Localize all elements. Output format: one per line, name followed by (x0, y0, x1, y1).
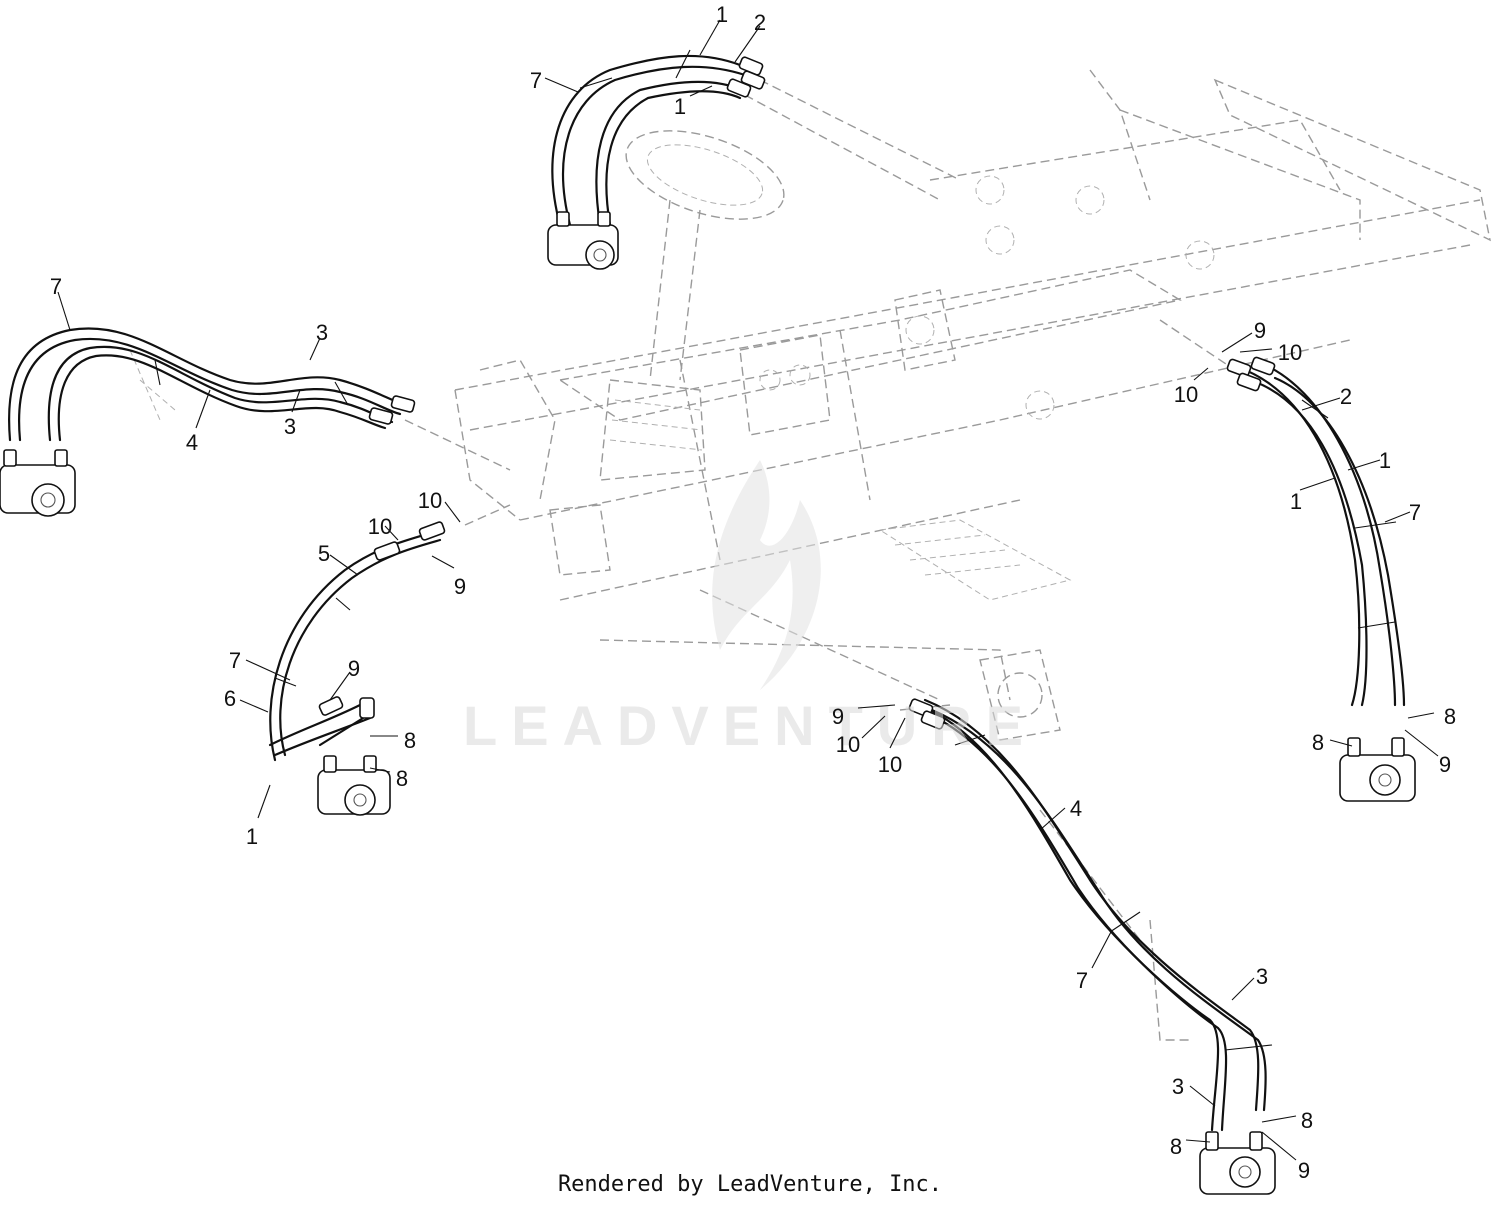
part-callout-7: 7 (1076, 968, 1088, 993)
watermark-flame-icon (712, 460, 821, 690)
hose-route-rear-right (1226, 356, 1416, 802)
part-callout-10: 10 (1278, 340, 1302, 365)
part-callout-10: 10 (368, 514, 392, 539)
part-callout-7: 7 (530, 68, 542, 93)
part-callout-8: 8 (1444, 704, 1456, 729)
part-callout-4: 4 (186, 430, 198, 455)
hydraulic-motor-rear-left (547, 211, 619, 270)
part-callout-3: 3 (1256, 964, 1268, 989)
part-callout-1: 1 (1290, 489, 1302, 514)
hose-route-rear-left (547, 49, 766, 270)
callout-leaders (57, 19, 1439, 1161)
part-callout-2: 2 (1340, 384, 1352, 409)
part-callout-2: 2 (754, 10, 766, 35)
part-callout-10: 10 (418, 488, 442, 513)
part-callout-9: 9 (454, 574, 466, 599)
part-callout-8: 8 (404, 728, 416, 753)
part-callout-1: 1 (674, 94, 686, 119)
hydraulic-motor-front-left-outer (0, 449, 76, 517)
callouts: 1 2 7 1 7 3 3 4 10 10 5 9 7 9 6 8 8 1 9 10 10 2 1 1 7 8 8 9 9 10 10 4 7 3… (50, 2, 1456, 1183)
part-callout-9: 9 (348, 656, 360, 681)
part-callout-7: 7 (50, 274, 62, 299)
hose-route-front-left-outer (0, 327, 416, 517)
steering-wheel-assembly (599, 130, 785, 481)
watermark: LEADVENTURE (463, 460, 1037, 757)
part-callout-4: 4 (1070, 796, 1082, 821)
part-callout-9: 9 (1254, 318, 1266, 343)
part-callout-7: 7 (229, 648, 241, 673)
hose-route-front-left-inner (268, 521, 446, 816)
part-callout-6: 6 (224, 686, 236, 711)
part-callout-9: 9 (1298, 1158, 1310, 1183)
hydraulic-motor-front-left-inner (317, 755, 391, 816)
part-callout-1: 1 (246, 824, 258, 849)
hydraulic-motor-rear-right (1339, 737, 1416, 802)
part-callout-8: 8 (1170, 1134, 1182, 1159)
part-callout-9: 9 (1439, 752, 1451, 777)
part-callout-7: 7 (1409, 500, 1421, 525)
part-callout-3: 3 (1172, 1074, 1184, 1099)
part-callout-10: 10 (1174, 382, 1198, 407)
hydraulic-motor-front-right (1199, 1131, 1276, 1195)
part-callout-10: 10 (878, 752, 902, 777)
part-callout-8: 8 (1301, 1108, 1313, 1133)
part-callout-1: 1 (1379, 448, 1391, 473)
hose-route-front-right (908, 698, 1276, 1195)
part-callout-3: 3 (316, 320, 328, 345)
watermark-text: LEADVENTURE (463, 694, 1037, 757)
frame-phantom-outline (129, 69, 1491, 1041)
part-callout-1: 1 (716, 2, 728, 27)
footer-credit: Rendered by LeadVenture, Inc. (557, 1172, 943, 1197)
part-callout-5: 5 (318, 541, 330, 566)
part-callout-9: 9 (832, 704, 844, 729)
part-callout-3: 3 (284, 414, 296, 439)
control-valve-block (549, 175, 1215, 576)
part-callout-8: 8 (1312, 730, 1324, 755)
part-callout-10: 10 (836, 732, 860, 757)
part-callout-8: 8 (396, 766, 408, 791)
